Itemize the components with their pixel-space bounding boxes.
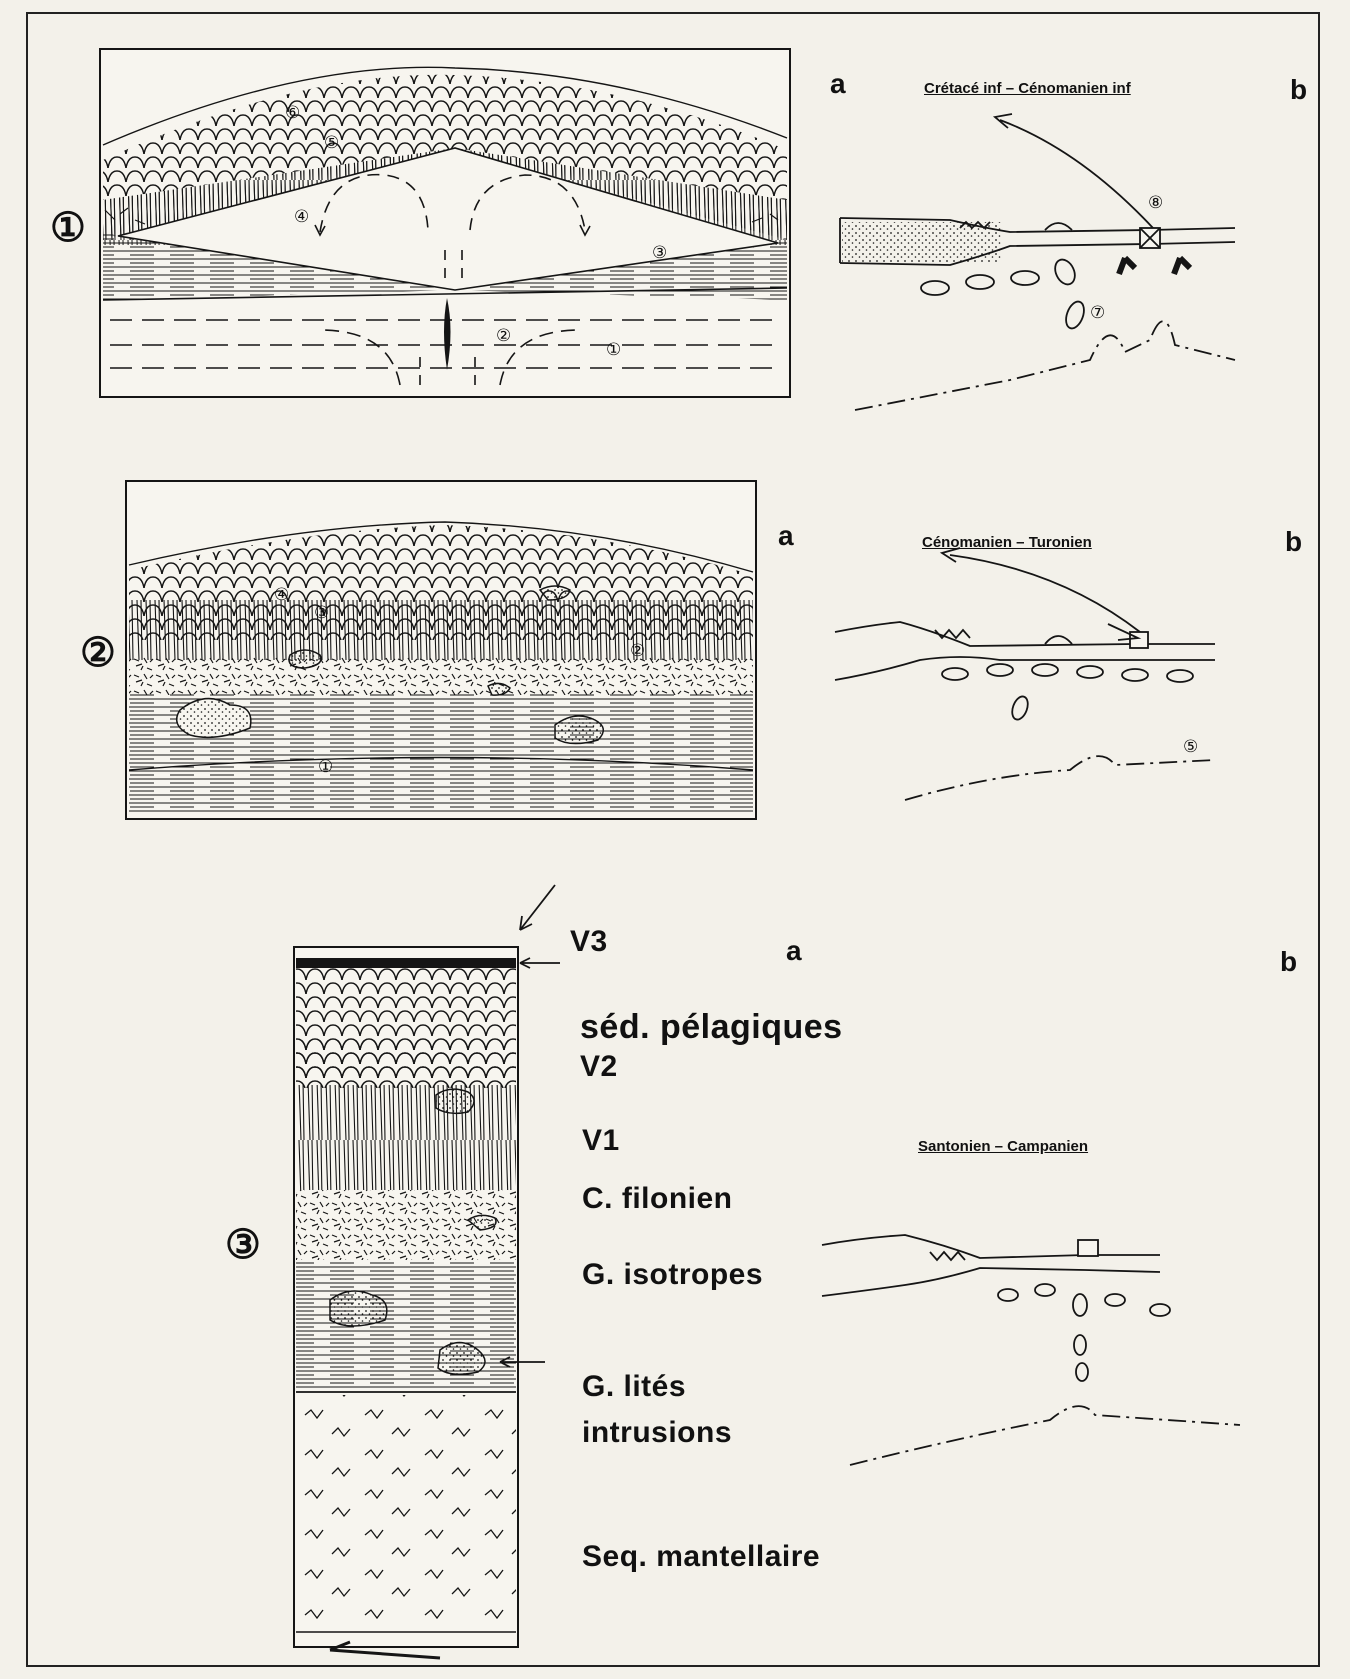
callout-1a-2: ②: [496, 326, 511, 346]
label-v2: V2: [580, 1050, 618, 1084]
callout-1a-1: ①: [606, 340, 621, 360]
label-c-filonien: C. filonien: [582, 1182, 733, 1216]
label-g-isotropes: G. isotropes: [582, 1258, 763, 1292]
callout-1a-6: ⑥: [285, 103, 300, 123]
callout-1a-3: ③: [652, 243, 667, 263]
panel-1b-period: Crétacé inf – Cénomanien inf: [924, 80, 1131, 97]
panel-1b-letter: b: [1290, 74, 1307, 106]
label-v1: V1: [582, 1124, 620, 1158]
callout-2a-1: ①: [318, 757, 333, 777]
callout-1b-7: ⑦: [1090, 303, 1105, 323]
callout-2a-4: ④: [274, 585, 289, 605]
panel-2b-diagram: [835, 548, 1215, 800]
label-v3: V3: [570, 925, 608, 959]
callout-2b-5: ⑤: [1183, 737, 1198, 757]
callout-2a-2: ②: [630, 641, 645, 661]
label-g-lites: G. lités: [582, 1370, 686, 1404]
callout-1a-5: ⑤: [324, 133, 339, 153]
panel-2-marker: ②: [80, 630, 116, 676]
panel-3b-diagram: [822, 1235, 1240, 1465]
panel-2a-diagram: [126, 481, 756, 819]
callout-1a-4: ④: [294, 207, 309, 227]
label-seq-mantellaire: Seq. mantellaire: [582, 1540, 820, 1574]
callout-2a-3: ③: [314, 603, 329, 623]
panel-2b-period: Cénomanien – Turonien: [922, 534, 1092, 551]
panel-3a-column: [294, 885, 560, 1658]
panel-3a-letter: a: [786, 935, 802, 967]
panel-1a-diagram: [100, 49, 790, 397]
label-intrusions: intrusions: [582, 1416, 732, 1450]
panel-3-marker: ③: [225, 1222, 261, 1268]
callout-1b-8: ⑧: [1148, 193, 1163, 213]
panel-2b-letter: b: [1285, 526, 1302, 558]
panel-3b-letter: b: [1280, 946, 1297, 978]
panel-3b-period: Santonien – Campanien: [918, 1138, 1088, 1155]
panel-2a-letter: a: [778, 520, 794, 552]
panel-1-marker: ①: [50, 205, 86, 251]
panel-1a-letter: a: [830, 68, 846, 100]
label-sed-pelagiques: séd. pélagiques: [580, 1008, 843, 1047]
panel-1b-diagram: [840, 114, 1235, 410]
